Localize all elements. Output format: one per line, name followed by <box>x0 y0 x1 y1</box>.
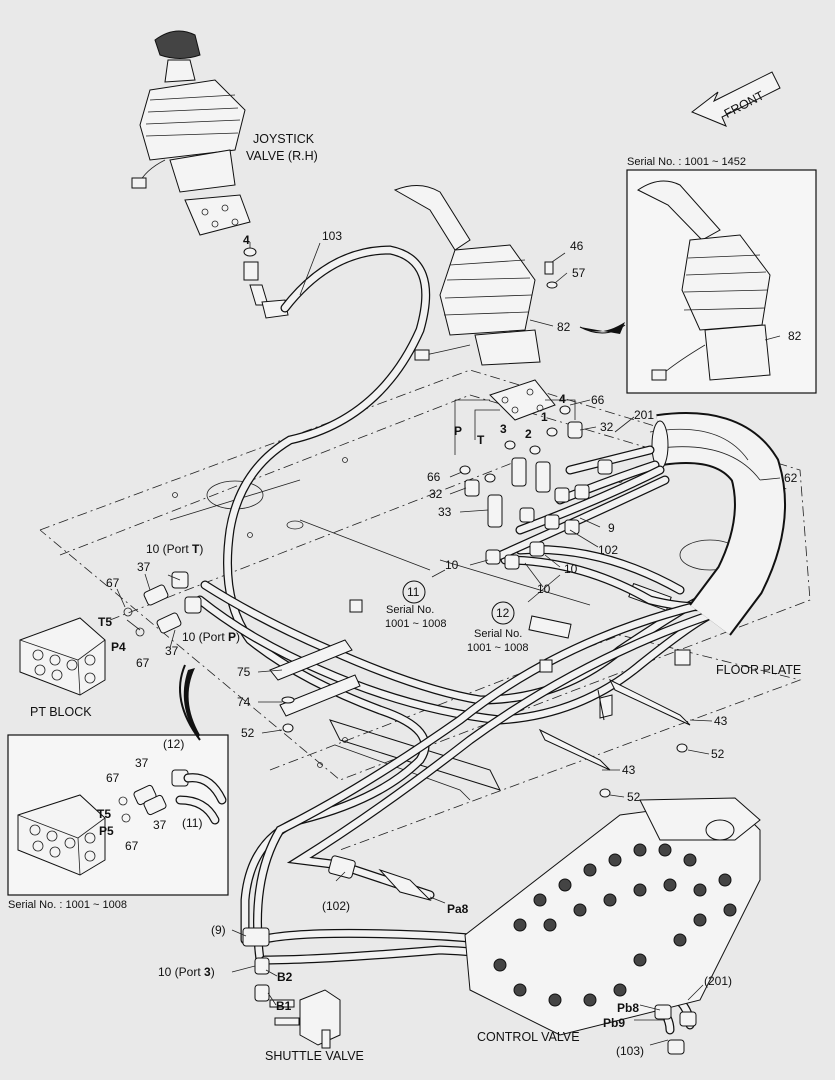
joystick-label-line2: VALVE (R.H) <box>246 149 318 163</box>
label-67-bottom: 67 <box>136 656 150 670</box>
control-valve-fittings <box>654 1004 697 1055</box>
label-4-right: 4 <box>559 392 566 406</box>
label-46: 46 <box>570 239 584 253</box>
callout-12: 12 <box>496 606 510 620</box>
label-66-right: 66 <box>591 393 605 407</box>
label-10-c: 10 <box>537 582 551 596</box>
control-valve-label: CONTROL VALVE <box>477 1030 580 1044</box>
brackets <box>269 599 691 798</box>
front-arrow: FRONT <box>691 71 781 127</box>
serial-12-line1: Serial No. <box>474 628 522 640</box>
label-port-P: P <box>454 424 462 438</box>
inset-label-67-top: 67 <box>106 771 120 785</box>
label-75: 75 <box>237 665 251 679</box>
joystick-valve-rh: JOYSTICK VALVE (R.H) <box>131 30 318 236</box>
inset-serial-1001-1008: Serial No. : 1001 ~ 1008 <box>7 664 229 911</box>
label-10-port-P: 10 (Port P) <box>182 630 240 644</box>
inset-label-11: (11) <box>182 816 202 830</box>
label-2: 2 <box>525 427 532 441</box>
pt-block: PT BLOCK <box>19 617 106 719</box>
joystick-left-fittings <box>243 247 289 319</box>
label-32-right: 32 <box>600 420 614 434</box>
label-10-b: 10 <box>564 562 578 576</box>
label-4-left: 4 <box>243 233 250 247</box>
center-fittings <box>485 445 670 570</box>
label-10-a: 10 <box>445 558 459 572</box>
label-port-T: T <box>477 433 485 447</box>
pt-block-label: PT BLOCK <box>30 705 92 719</box>
control-valve-ports <box>493 843 737 1007</box>
inset-top-serial: Serial No. : 1001 ~ 1452 <box>627 156 746 168</box>
label-52-right: 52 <box>711 747 725 761</box>
serial-11-line2: 1001 ~ 1008 <box>385 618 446 630</box>
label-Pb9: Pb9 <box>603 1016 625 1030</box>
label-B2: B2 <box>277 970 293 984</box>
label-66-left: 66 <box>427 470 441 484</box>
label-10-port-T: 10 (Port T) <box>146 542 203 556</box>
callout-circles: 11 12 <box>402 580 515 625</box>
shuttle-valve-label: SHUTTLE VALVE <box>265 1049 364 1063</box>
part-labels: 103 4 46 57 82 82 66 4 201 3 1 2 32 P T … <box>97 229 802 1058</box>
label-3: 3 <box>500 422 507 436</box>
label-52-left: 52 <box>241 726 255 740</box>
label-74: 74 <box>237 695 251 709</box>
label-102-bottom: (102) <box>322 899 350 913</box>
floor-plate-label: FLOOR PLATE <box>716 663 801 677</box>
inset-label-67-bottom: 67 <box>125 839 139 853</box>
label-43-mid: 43 <box>622 763 636 777</box>
label-37-bottom: 37 <box>165 644 179 658</box>
label-1: 1 <box>541 410 548 424</box>
label-103: 103 <box>322 229 342 243</box>
label-Pa8: Pa8 <box>447 902 469 916</box>
label-Pb8: Pb8 <box>617 1001 639 1015</box>
label-9: 9 <box>608 521 615 535</box>
label-32-left: 32 <box>429 487 443 501</box>
inset-label-T5: T5 <box>97 807 111 821</box>
label-P4: P4 <box>111 640 126 654</box>
joystick-label-line1: JOYSTICK <box>253 132 315 146</box>
inset-label-37: 37 <box>135 756 149 770</box>
label-10-port-3: 10 (Port 3) <box>158 965 215 979</box>
label-52-mid: 52 <box>627 790 641 804</box>
label-201: 201 <box>634 408 654 422</box>
leader-lines <box>116 242 781 1046</box>
label-82-inset: 82 <box>788 329 802 343</box>
shuttle-valve <box>242 927 341 1049</box>
label-B1: B1 <box>276 999 292 1013</box>
label-201-bottom: (201) <box>704 974 732 988</box>
serial-12-line2: 1001 ~ 1008 <box>467 642 528 654</box>
inset-left-serial: Serial No. : 1001 ~ 1008 <box>8 899 127 911</box>
callout-11: 11 <box>407 585 420 599</box>
hose-bundle-62 <box>649 412 786 636</box>
section-labels: Serial No. 1001 ~ 1008 Serial No. 1001 ~… <box>265 604 801 1063</box>
label-43-right: 43 <box>714 714 728 728</box>
joystick-valve-middle <box>393 185 558 366</box>
inset-label-P5: P5 <box>99 824 114 838</box>
label-9-bottom: (9) <box>211 923 226 937</box>
label-62: 62 <box>784 471 798 485</box>
label-82: 82 <box>557 320 571 334</box>
label-33: 33 <box>438 505 452 519</box>
inset-serial-1001-1452: Serial No. : 1001 ~ 1452 <box>579 156 817 394</box>
inset-label-12: (12) <box>163 737 184 751</box>
label-37-top: 37 <box>137 560 151 574</box>
control-valve <box>328 797 761 1036</box>
inset-label-37-bottom: 37 <box>153 818 167 832</box>
label-T5: T5 <box>98 615 112 629</box>
label-57: 57 <box>572 266 586 280</box>
label-102: 102 <box>598 543 618 557</box>
label-103-bottom: (103) <box>616 1044 644 1058</box>
serial-11-line1: Serial No. <box>386 604 434 616</box>
port-plate-assembly <box>454 379 583 528</box>
label-67-top: 67 <box>106 576 120 590</box>
